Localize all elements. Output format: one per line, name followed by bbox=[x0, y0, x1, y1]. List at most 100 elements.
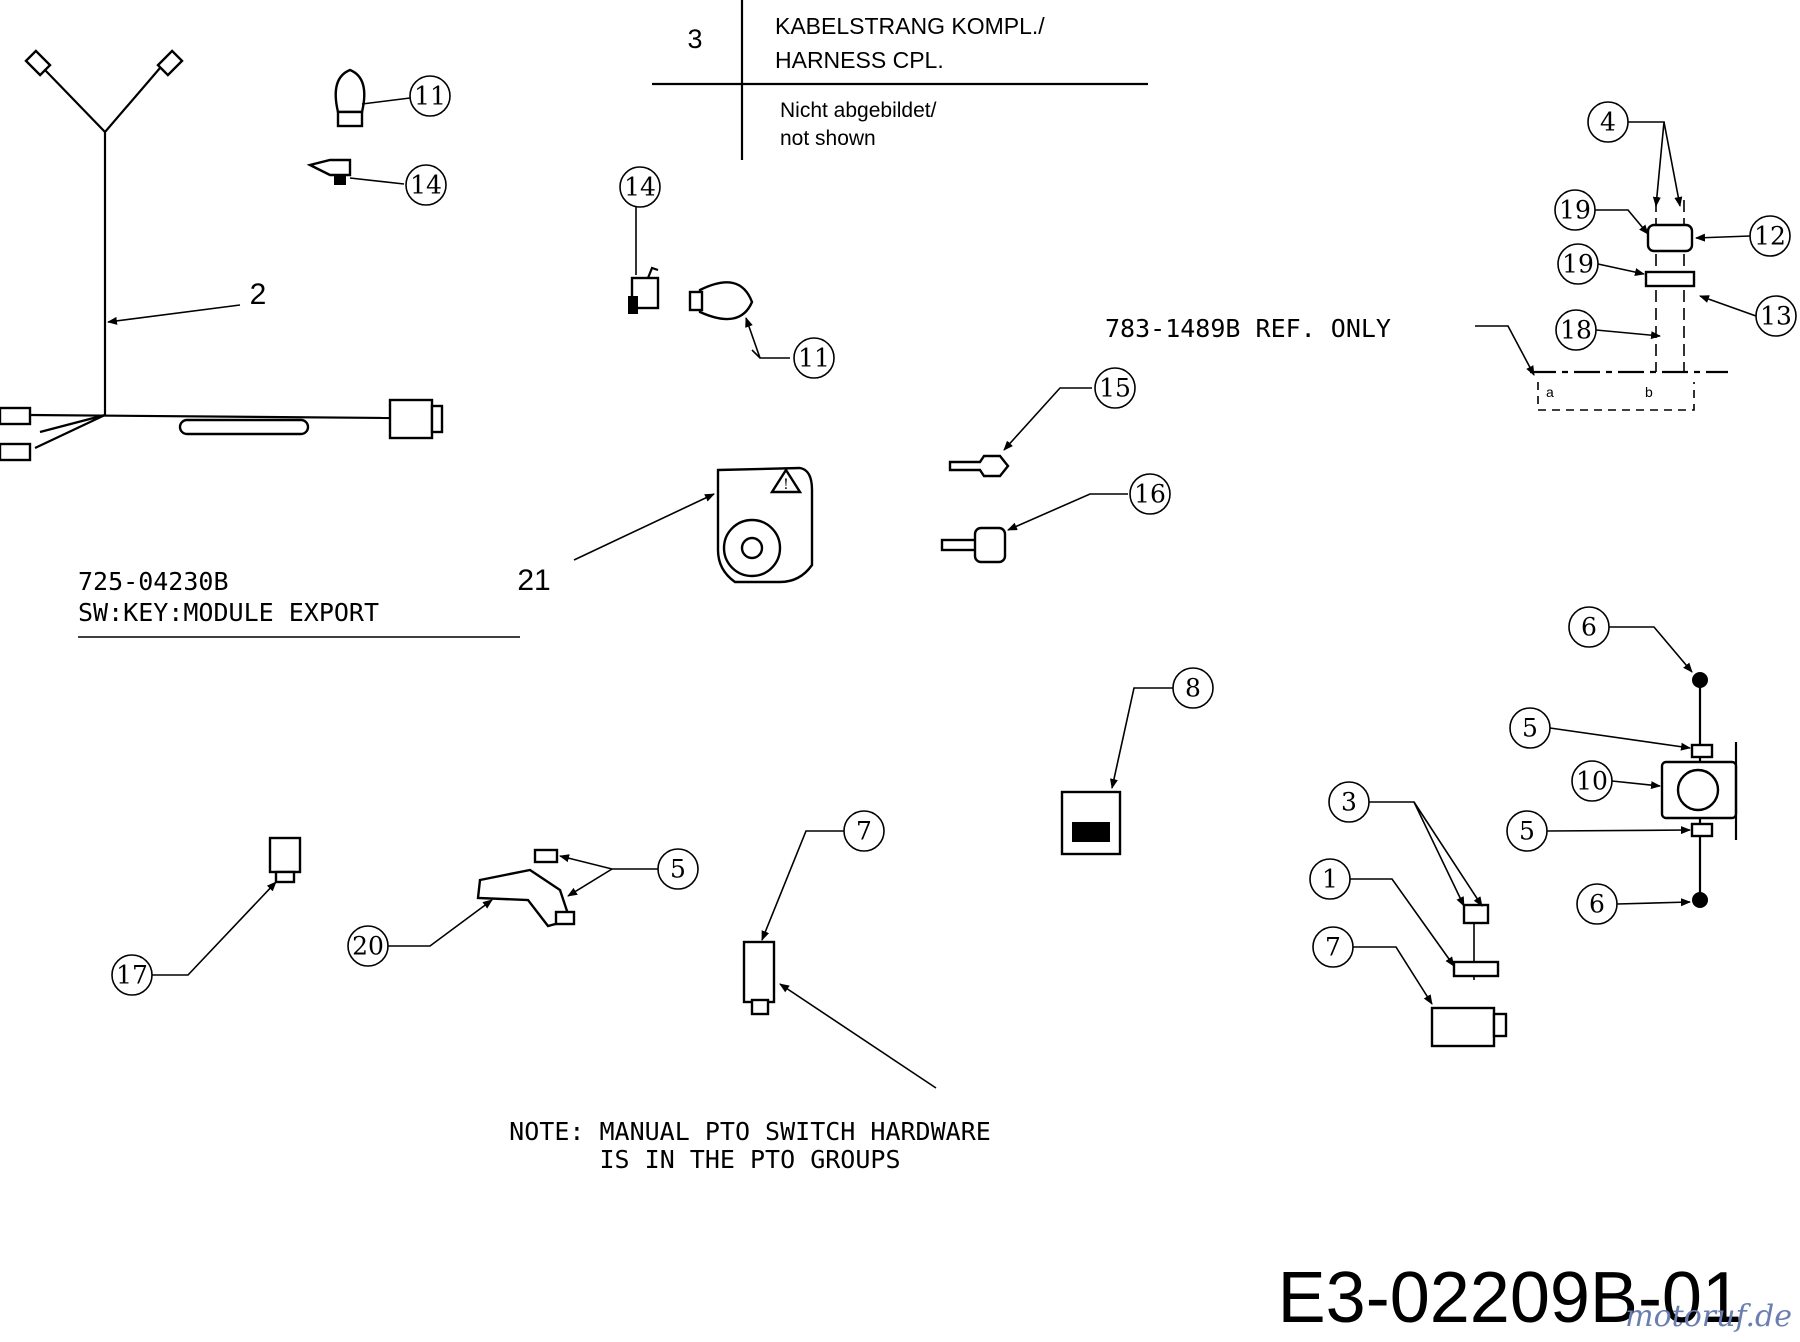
drawing-number: E3-02209B-01 bbox=[1278, 1258, 1742, 1338]
callout-13-label: 13 bbox=[1760, 302, 1792, 331]
callout-8-label: 8 bbox=[1185, 674, 1201, 703]
module-part-number: 725-04230B bbox=[78, 567, 229, 596]
pto-note: NOTE: MANUAL PTO SWITCH HARDWARE IS IN T… bbox=[509, 1117, 991, 1174]
module-description: SW:KEY:MODULE EXPORT bbox=[78, 598, 379, 627]
callout-6-upper-label: 6 bbox=[1581, 613, 1597, 642]
harness-sleeve bbox=[178, 418, 310, 436]
callout-4-label: 4 bbox=[1600, 108, 1616, 137]
legend-note-line1: Nicht abgebildet/ bbox=[780, 99, 937, 122]
warning-triangle-icon bbox=[769, 467, 803, 494]
key-module: ! 21 bbox=[517, 466, 814, 597]
switch-assembly: 783-1489B REF. ONLY a b 4 19 12 19 13 18 bbox=[1105, 101, 1797, 411]
nut-lower bbox=[1692, 892, 1708, 908]
screw-upper bbox=[1690, 743, 1714, 759]
bulb-group-center: 14 11 bbox=[619, 166, 835, 379]
callout-11-center bbox=[793, 337, 835, 379]
pto-note-line2: IS IN THE PTO GROUPS bbox=[599, 1145, 900, 1174]
screw-pair bbox=[1462, 903, 1490, 925]
harness-connector bbox=[388, 398, 434, 440]
bulb-icon bbox=[334, 68, 366, 114]
callout-19-lower-label: 19 bbox=[1562, 250, 1594, 279]
callout-17 bbox=[111, 954, 153, 996]
decal-symbol bbox=[1072, 822, 1110, 842]
callout-14-top-label: 14 bbox=[410, 171, 442, 200]
socket-base bbox=[334, 175, 346, 185]
callout-10-label: 10 bbox=[1576, 767, 1608, 796]
callout-19-upper-label: 19 bbox=[1559, 196, 1591, 225]
callout-3-label: 3 bbox=[1341, 788, 1357, 817]
watermark-logo: motoruf.de bbox=[1625, 1299, 1792, 1334]
bracket-screw-upper bbox=[533, 848, 559, 864]
callout-18-label: 18 bbox=[1560, 316, 1592, 345]
key-parts: 15 16 bbox=[940, 367, 1171, 564]
plunger-switch: 3 1 7 bbox=[1309, 781, 1508, 1048]
solenoid-coil bbox=[1676, 768, 1720, 812]
pto-switch: 7 bbox=[742, 810, 937, 1089]
harness-plug-upper bbox=[0, 406, 32, 426]
callout-1-label: 1 bbox=[1322, 865, 1338, 894]
plunger-switch-icon bbox=[1430, 1006, 1496, 1048]
ignition-key-shaft bbox=[940, 538, 979, 552]
socket-center-clip bbox=[628, 296, 638, 314]
bulb-center-icon bbox=[698, 281, 754, 321]
nut-upper bbox=[1692, 672, 1708, 688]
warning-mark: ! bbox=[783, 477, 789, 493]
connector-17: 17 bbox=[111, 836, 302, 996]
pto-switch-base bbox=[750, 998, 770, 1016]
callout-11-top-label: 11 bbox=[414, 82, 446, 111]
switch-ring bbox=[1644, 270, 1696, 288]
switch-body bbox=[1646, 223, 1694, 253]
ignition-key-icon bbox=[973, 526, 1007, 564]
callout-20-label: 20 bbox=[352, 932, 384, 961]
decal-assembly: 8 bbox=[1060, 667, 1214, 856]
ref-mark-a: a bbox=[1546, 384, 1554, 400]
bracket-20: 20 5 bbox=[347, 848, 699, 967]
callout-5-lower-label: 5 bbox=[1519, 817, 1535, 846]
callout-21-label: 21 bbox=[517, 564, 550, 597]
socket-icon bbox=[306, 158, 352, 177]
callout-7-right-label: 7 bbox=[1325, 933, 1341, 962]
bulb-center-base bbox=[688, 290, 704, 312]
bracket-screw-lower bbox=[554, 910, 576, 926]
ref-mark-b: b bbox=[1645, 384, 1653, 400]
callout-15-label: 15 bbox=[1099, 374, 1131, 403]
key-icon bbox=[948, 454, 1010, 478]
washer bbox=[1452, 960, 1500, 978]
callout-17-label: 17 bbox=[116, 961, 148, 990]
legend-description-line2: HARNESS CPL. bbox=[775, 47, 944, 73]
ref-note: 783-1489B REF. ONLY bbox=[1105, 314, 1391, 343]
connector-17-icon bbox=[268, 836, 302, 874]
callout-16 bbox=[1129, 473, 1171, 515]
screw-lower bbox=[1690, 822, 1714, 838]
bulb-group-top: 11 14 bbox=[306, 68, 451, 206]
harness-connector-tip bbox=[430, 404, 444, 434]
legend-note-line2: not shown bbox=[780, 127, 876, 150]
legend-part-number: 3 bbox=[687, 24, 702, 54]
module-note: 725-04230B SW:KEY:MODULE EXPORT bbox=[78, 567, 520, 638]
callout-14-center bbox=[619, 166, 661, 208]
solenoid-assembly: 6 5 10 5 6 bbox=[1506, 606, 1738, 925]
harness-terminal-left bbox=[24, 49, 52, 77]
callout-6-lower-label: 6 bbox=[1589, 890, 1605, 919]
callout-2-label: 2 bbox=[250, 278, 267, 311]
callout-5-upper-label: 5 bbox=[1522, 714, 1538, 743]
harness-plug-lower bbox=[0, 442, 32, 462]
callout-14-top bbox=[405, 164, 447, 206]
callout-7-center-label: 7 bbox=[856, 817, 872, 846]
callout-14-center-label: 14 bbox=[624, 173, 656, 202]
callout-11-center-label: 11 bbox=[798, 344, 830, 373]
callout-16-label: 16 bbox=[1134, 480, 1166, 509]
bulb-base bbox=[336, 110, 364, 128]
pto-switch-icon bbox=[742, 940, 776, 1004]
legend-description-line1: KABELSTRANG KOMPL./ bbox=[775, 13, 1045, 39]
callout-12-label: 12 bbox=[1754, 222, 1786, 251]
callout-15 bbox=[1094, 367, 1136, 409]
key-switch-center bbox=[740, 536, 764, 560]
harness-terminal-right bbox=[156, 49, 184, 77]
pto-note-line1: NOTE: MANUAL PTO SWITCH HARDWARE bbox=[509, 1117, 991, 1146]
connector-17-base bbox=[274, 870, 296, 884]
callout-11-top bbox=[409, 75, 451, 117]
legend-table: 3 KABELSTRANG KOMPL./ HARNESS CPL. Nicht… bbox=[652, 0, 1148, 160]
plunger-tip bbox=[1492, 1012, 1508, 1038]
